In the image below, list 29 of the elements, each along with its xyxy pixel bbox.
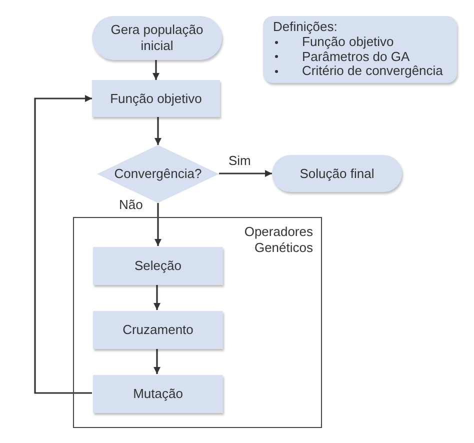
arrow xyxy=(154,348,160,374)
process-box xyxy=(93,375,223,413)
list-item: Critério de convergência xyxy=(302,64,443,80)
list-item: Parâmetros do GA xyxy=(302,50,410,64)
list-item: Função objetivo xyxy=(302,34,394,50)
node-label: Mutação xyxy=(133,386,183,402)
process-box xyxy=(93,247,223,285)
node-label: Função objetivo xyxy=(110,90,202,106)
arrow xyxy=(154,117,162,145)
edge-label: Sim xyxy=(228,152,252,168)
arrow xyxy=(34,95,92,394)
node-label: Cruzamento xyxy=(122,322,194,338)
arrow xyxy=(219,170,272,177)
process-box xyxy=(92,80,220,117)
node-label: Solução final xyxy=(300,166,374,182)
note-box xyxy=(263,16,457,83)
terminal-pill xyxy=(272,155,402,192)
node-label: Convergência? xyxy=(114,166,202,182)
process-box xyxy=(93,311,223,349)
group-frame xyxy=(73,217,322,428)
node-label: Seleção xyxy=(134,258,182,274)
arrow xyxy=(152,60,160,80)
group-label: Operadores Genéticos xyxy=(243,224,313,256)
arrow xyxy=(154,284,160,310)
edge-label: Não xyxy=(118,197,144,212)
arrow xyxy=(154,203,162,246)
node-label: Gera população inicial xyxy=(110,22,204,54)
note-heading: Definições: xyxy=(273,20,338,35)
terminal-pill xyxy=(92,16,222,60)
